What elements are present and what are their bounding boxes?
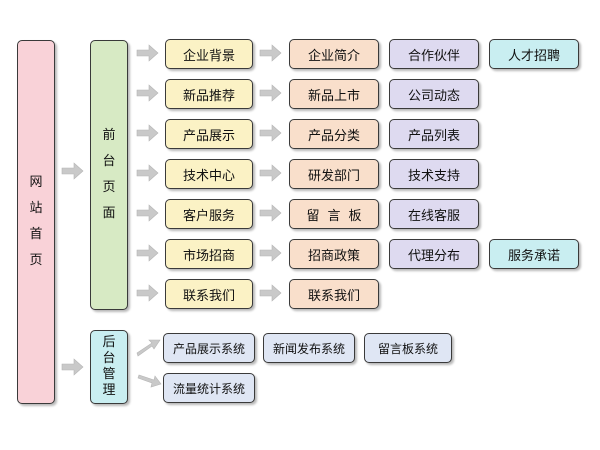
arrow-icon [61,358,84,376]
category-node: 企业背景 [165,39,253,69]
category-node: 新品推荐 [165,79,253,109]
detail-node: 合作伙伴 [389,39,479,69]
backend-char: 后 [102,335,116,350]
subpage-node: 研发部门 [289,159,379,189]
arrow-icon [259,44,282,62]
arrow-icon [259,164,282,182]
arrow-icon [259,124,282,142]
root-char: 页 [29,253,43,268]
detail-node: 在线客服 [389,199,479,229]
extra-node: 服务承诺 [489,239,579,269]
extra-node: 人才招聘 [489,39,579,69]
website-home-node: 网 站 首 页 [17,40,55,404]
root-char: 站 [29,201,43,216]
subpage-node: 招商政策 [289,239,379,269]
arrow-icon [136,339,161,357]
backend-admin-node: 后 台 管 理 [90,330,128,404]
backend-char: 台 [102,351,116,366]
subpage-node: 新品上市 [289,79,379,109]
subpage-node: 联系我们 [289,279,379,309]
arrow-icon [136,164,159,182]
frontend-char: 前 [102,128,116,143]
category-node: 产品展示 [165,119,253,149]
arrow-icon [136,244,159,262]
detail-node: 技术支持 [389,159,479,189]
system-node: 产品展示系统 [163,333,255,363]
root-char: 首 [29,227,43,242]
system-node: 留言板系统 [364,333,452,363]
category-node: 市场招商 [165,239,253,269]
detail-node: 公司动态 [389,79,479,109]
arrow-icon [259,204,282,222]
category-node: 客户服务 [165,199,253,229]
subpage-node: 产品分类 [289,119,379,149]
frontend-char: 面 [102,206,116,221]
arrow-icon [136,124,159,142]
frontend-char: 页 [102,180,116,195]
frontend-pages-node: 前 台 页 面 [90,40,128,310]
backend-char: 理 [102,383,116,398]
backend-char: 管 [102,367,116,382]
arrow-icon [136,284,159,302]
arrow-icon [259,84,282,102]
arrow-icon [136,84,159,102]
frontend-char: 台 [102,154,116,169]
subpage-node: 留言板 [289,199,379,229]
root-char: 网 [29,175,43,190]
arrow-icon [61,162,84,180]
category-node: 联系我们 [165,279,253,309]
detail-node: 产品列表 [389,119,479,149]
arrow-icon [137,374,162,388]
arrow-icon [259,244,282,262]
subpage-node: 企业简介 [289,39,379,69]
category-node: 技术中心 [165,159,253,189]
arrow-icon [136,204,159,222]
system-node: 新闻发布系统 [263,333,355,363]
system-node: 流量统计系统 [163,373,255,403]
detail-node: 代理分布 [389,239,479,269]
arrow-icon [136,44,159,62]
arrow-icon [259,284,282,302]
